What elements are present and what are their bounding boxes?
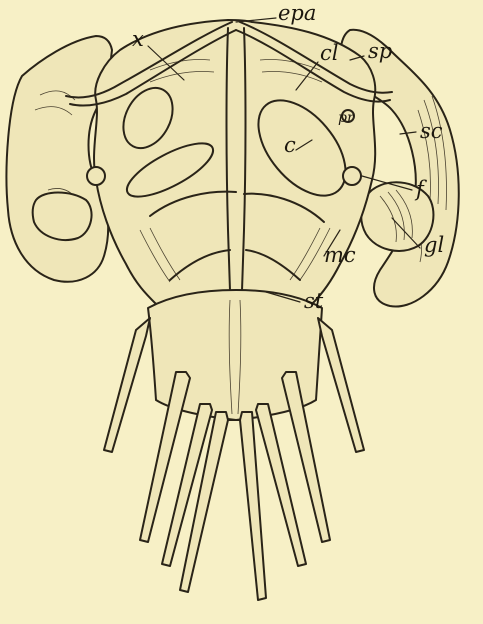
label-sc: sc [420, 119, 443, 143]
label-x: x [132, 27, 144, 51]
label-mc: mc [324, 243, 356, 267]
rib-center-right [240, 412, 266, 600]
label-sp: sp [368, 39, 392, 63]
left-foramen [87, 167, 105, 185]
label-epa: epa [278, 1, 316, 25]
label-c: c [284, 133, 296, 157]
rib-right-outer [318, 318, 364, 452]
right-foramen [343, 167, 361, 185]
label-gl: gl [424, 233, 444, 257]
label-cl: cl [320, 41, 338, 65]
left-glenoid-block [33, 193, 92, 241]
label-st: st [304, 289, 324, 313]
rib-left-outer [104, 318, 150, 452]
label-pr: pr [338, 110, 355, 126]
